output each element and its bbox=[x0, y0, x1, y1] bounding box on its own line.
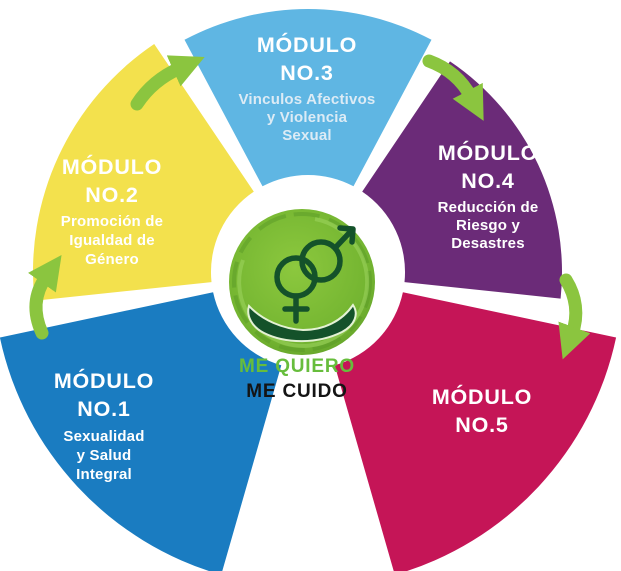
segment-modulo-2-shape bbox=[32, 44, 254, 301]
segment-modulo-4-title: MÓDULO bbox=[438, 140, 538, 165]
tagline-me-quiero: ME QUIERO bbox=[239, 356, 355, 377]
segment-modulo-4-subtitle-line: Desastres bbox=[451, 235, 525, 252]
scribble-texture-ring bbox=[232, 212, 372, 352]
tagline-me-cuido: ME CUIDO bbox=[246, 381, 347, 402]
segment-modulo-2-subtitle-line: Género bbox=[85, 251, 139, 268]
segment-modulo-3-subtitle-line: Vinculos Afectivos bbox=[239, 91, 376, 108]
segment-modulo-1: MÓDULO NO.1 Sexualidad y Salud Integral bbox=[0, 292, 282, 571]
scribble-highlight bbox=[237, 217, 370, 348]
segment-modulo-1-shape bbox=[0, 292, 282, 571]
arrow-modulo1-to-modulo2-icon bbox=[28, 254, 62, 340]
segment-modulo-1-subtitle-line: Integral bbox=[76, 466, 132, 483]
arrow-modulo2-to-modulo3-icon bbox=[130, 55, 205, 111]
segment-modulo-3-title: MÓDULO bbox=[257, 32, 357, 57]
hand-icon bbox=[247, 303, 357, 343]
segment-modulo-4: MÓDULO NO.4 Reducción de Riesgo y Desast… bbox=[362, 61, 562, 299]
segment-modulo-4-subtitle-line: Reducción de bbox=[438, 199, 539, 216]
segment-modulo-2-number: NO.2 bbox=[85, 183, 138, 207]
segment-modulo-2-subtitle-line: Igualdad de bbox=[69, 232, 155, 249]
arrow-modulo3-to-modulo4-icon bbox=[422, 54, 484, 121]
segment-modulo-3-subtitle-line: Sexual bbox=[282, 127, 332, 144]
segment-modulo-4-shape bbox=[362, 61, 562, 299]
segment-modulo-3-subtitle-line: y Violencia bbox=[267, 109, 348, 126]
segment-modulo-3-number: NO.3 bbox=[280, 61, 333, 85]
segment-modulo-3-shape bbox=[184, 8, 432, 187]
segment-modulo-1-title: MÓDULO bbox=[54, 368, 154, 393]
segment-modulo-1-number: NO.1 bbox=[77, 397, 130, 421]
segment-modulo-1-subtitle-line: Sexualidad bbox=[63, 428, 144, 445]
segment-modulo-2-title: MÓDULO bbox=[62, 154, 162, 179]
gender-symbols-icon bbox=[274, 225, 356, 324]
center-emblem bbox=[229, 209, 375, 355]
segment-modulo-5-title: MÓDULO bbox=[432, 384, 532, 409]
segment-modulo-4-subtitle-line: Riesgo y bbox=[456, 217, 521, 234]
segment-modulo-4-number: NO.4 bbox=[461, 169, 514, 193]
segment-modulo-5-number: NO.5 bbox=[455, 413, 508, 437]
segment-modulo-2: MÓDULO NO.2 Promoción de Igualdad de Gén… bbox=[32, 44, 254, 301]
segment-modulo-1-subtitle-line: y Salud bbox=[77, 447, 132, 464]
segment-modulo-5-shape bbox=[334, 292, 617, 571]
segment-modulo-3: MÓDULO NO.3 Vinculos Afectivos y Violenc… bbox=[184, 8, 432, 187]
arrow-modulo4-to-modulo5-icon bbox=[558, 273, 591, 360]
segment-modulo-5: MÓDULO NO.5 bbox=[334, 292, 617, 571]
segment-modulo-2-subtitle-line: Promoción de bbox=[61, 213, 163, 230]
